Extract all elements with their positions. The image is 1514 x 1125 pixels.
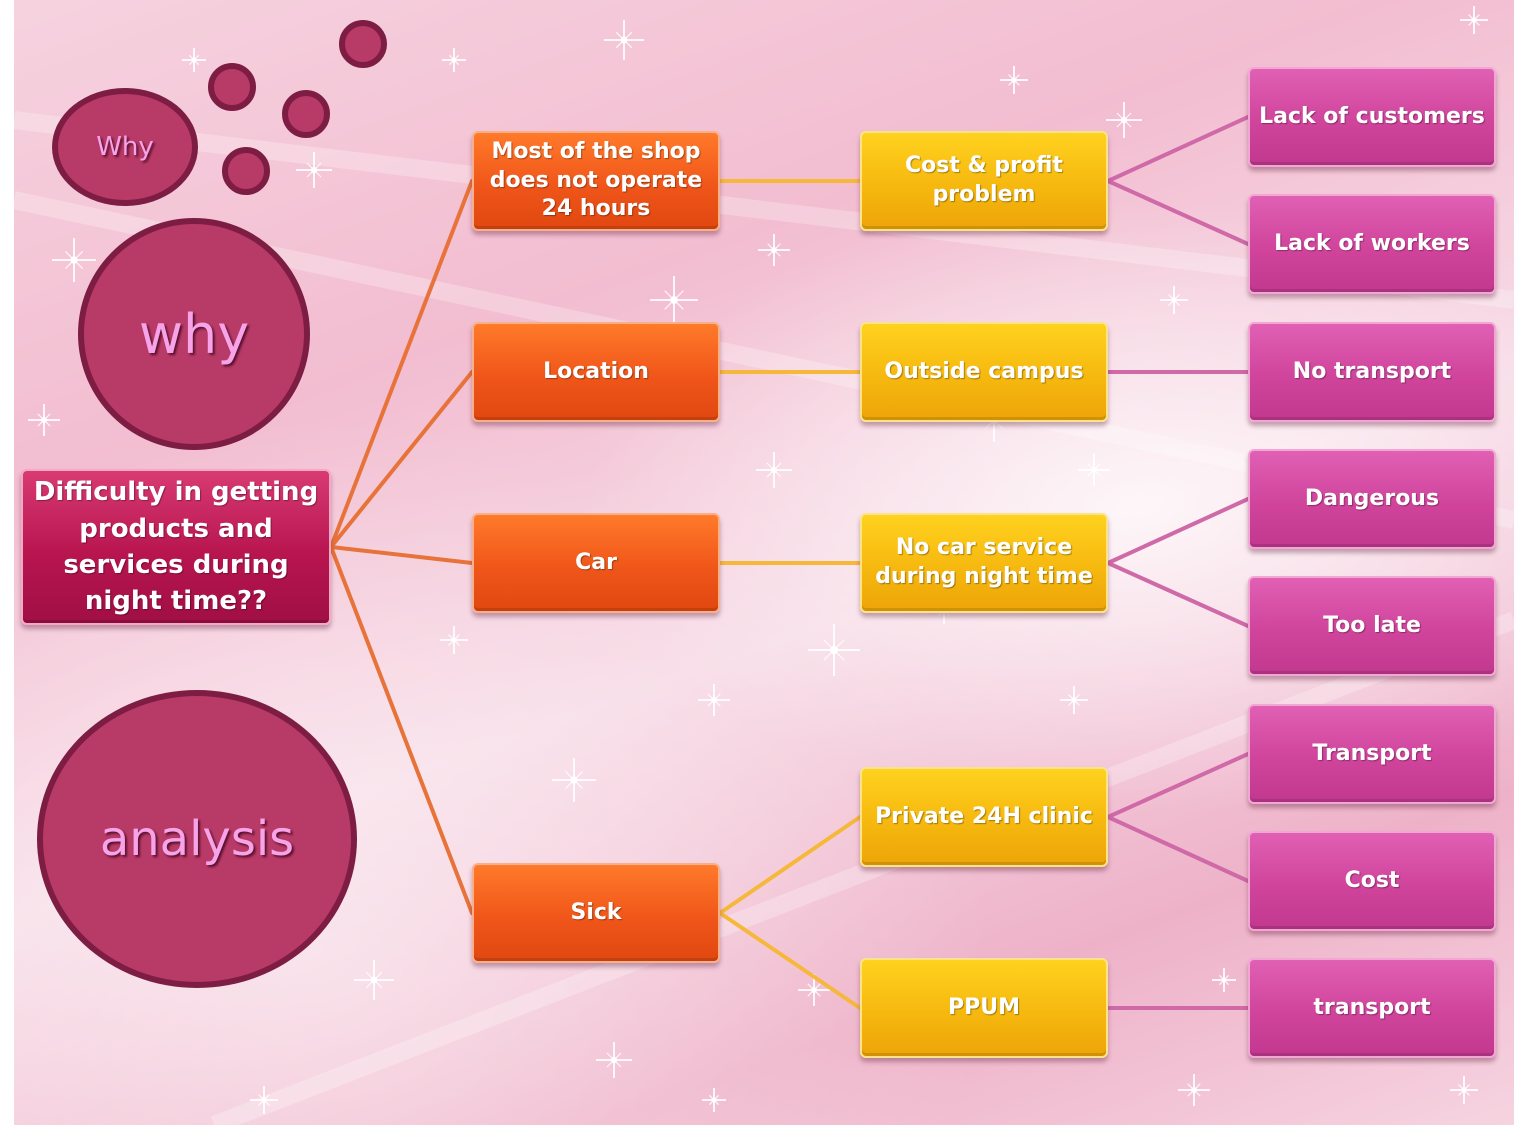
- reason-node-transport: Transport: [1248, 704, 1496, 804]
- reason-node-label: No transport: [1292, 358, 1452, 384]
- sparkle-star: [1078, 454, 1110, 486]
- connector-root-sick: [329, 545, 474, 915]
- why-small-label: Why: [96, 132, 154, 162]
- subcause-node-no-car-service: No car service during night time: [860, 513, 1108, 613]
- sparkle-star: [596, 1042, 632, 1078]
- connector-root-car: [329, 545, 474, 565]
- subcause-node-cost-profit: Cost & profit problem: [860, 131, 1108, 231]
- sparkle-star: [1000, 66, 1028, 94]
- sparkle-star: [28, 404, 60, 436]
- sparkle-star: [182, 48, 206, 72]
- sparkle-star: [698, 684, 730, 716]
- analysis-bubble: analysis: [37, 690, 357, 988]
- connector-root-location: [329, 370, 474, 549]
- reason-node-no-transport: No transport: [1248, 322, 1496, 422]
- sparkle-star: [1450, 1076, 1478, 1104]
- sparkle-star: [296, 152, 332, 188]
- reason-node-lack-workers: Lack of workers: [1248, 194, 1496, 294]
- connector-sick-ppum: [718, 911, 862, 1010]
- sparkle-star: [52, 238, 96, 282]
- reason-node-label: Dangerous: [1304, 485, 1440, 511]
- sparkle-star: [250, 1086, 278, 1114]
- reason-node-transport-ppum: transport: [1248, 958, 1496, 1058]
- connector-clinic-transport: [1106, 752, 1250, 819]
- sparkle-star: [1106, 102, 1142, 138]
- subcause-node-private-clinic: Private 24H clinic: [860, 767, 1108, 867]
- sparkle-star: [808, 624, 860, 676]
- cause-node-car: Car: [472, 513, 720, 613]
- cause-node-label: Location: [543, 358, 649, 384]
- sparkle-star: [552, 758, 596, 802]
- reason-node-lack-customers: Lack of customers: [1248, 67, 1496, 167]
- reason-node-dangerous: Dangerous: [1248, 449, 1496, 549]
- sparkle-star: [702, 1088, 726, 1112]
- connector-clinic-cost: [1106, 815, 1250, 883]
- reason-node-label: Lack of customers: [1259, 103, 1485, 129]
- connector-cost-workers: [1106, 179, 1250, 246]
- sparkle-star: [354, 960, 394, 1000]
- decorative-dot: [339, 20, 387, 68]
- reason-node-too-late: Too late: [1248, 576, 1496, 676]
- sparkle-star: [1160, 286, 1188, 314]
- why-big-label: why: [138, 302, 250, 366]
- why-big-bubble: why: [78, 218, 310, 450]
- sparkle-star: [1460, 6, 1488, 34]
- decorative-dot: [222, 147, 270, 195]
- reason-node-label: Cost: [1344, 867, 1400, 893]
- sparkle-star: [650, 276, 698, 324]
- sparkle-star: [758, 234, 790, 266]
- sparkle-star: [440, 626, 468, 654]
- reason-node-label: Too late: [1323, 612, 1421, 638]
- cause-node-label: Car: [575, 549, 617, 575]
- sparkle-star: [798, 974, 830, 1006]
- subcause-node-ppum: PPUM: [860, 958, 1108, 1058]
- root-node: Difficulty in getting products and servi…: [21, 469, 331, 625]
- subcause-node-label: PPUM: [947, 994, 1020, 1020]
- sparkle-star: [756, 452, 792, 488]
- cause-node-sick: Sick: [472, 863, 720, 963]
- cause-node-location: Location: [472, 322, 720, 422]
- root-node-label: Difficulty in getting products and servi…: [33, 477, 319, 617]
- reason-node-label: Lack of workers: [1274, 230, 1470, 256]
- reason-node-label: transport: [1313, 994, 1431, 1020]
- connector-cost-customers: [1106, 115, 1250, 183]
- subcause-node-outside-campus: Outside campus: [860, 322, 1108, 422]
- why-small-bubble: Why: [52, 88, 198, 206]
- sparkle-star: [1178, 1074, 1210, 1106]
- connector-service-late: [1106, 561, 1250, 628]
- decorative-dot: [282, 90, 330, 138]
- sparkle-star: [442, 48, 466, 72]
- connector-root-shop: [329, 179, 474, 549]
- slide-background: Why why analysis Difficulty in getting p…: [14, 0, 1514, 1125]
- connector-service-dangerous: [1106, 497, 1250, 565]
- subcause-node-label: No car service during night time: [875, 535, 1093, 589]
- cause-node-label: Most of the shop does not operate 24 hou…: [489, 139, 703, 222]
- analysis-label: analysis: [99, 811, 295, 867]
- reason-node-cost: Cost: [1248, 831, 1496, 931]
- reason-node-label: Transport: [1312, 740, 1432, 766]
- sparkle-star: [604, 20, 644, 60]
- connector-sick-clinic: [718, 815, 862, 915]
- cause-node-label: Sick: [570, 899, 622, 925]
- connector-lines: [329, 115, 1250, 1010]
- subcause-node-label: Outside campus: [884, 358, 1084, 384]
- cause-node-shop-hours: Most of the shop does not operate 24 hou…: [472, 131, 720, 231]
- subcause-node-label: Cost & profit problem: [905, 153, 1063, 207]
- sparkle-star: [1060, 686, 1088, 714]
- sparkle-star: [1212, 968, 1236, 992]
- subcause-node-label: Private 24H clinic: [875, 803, 1093, 829]
- decorative-dot: [208, 63, 256, 111]
